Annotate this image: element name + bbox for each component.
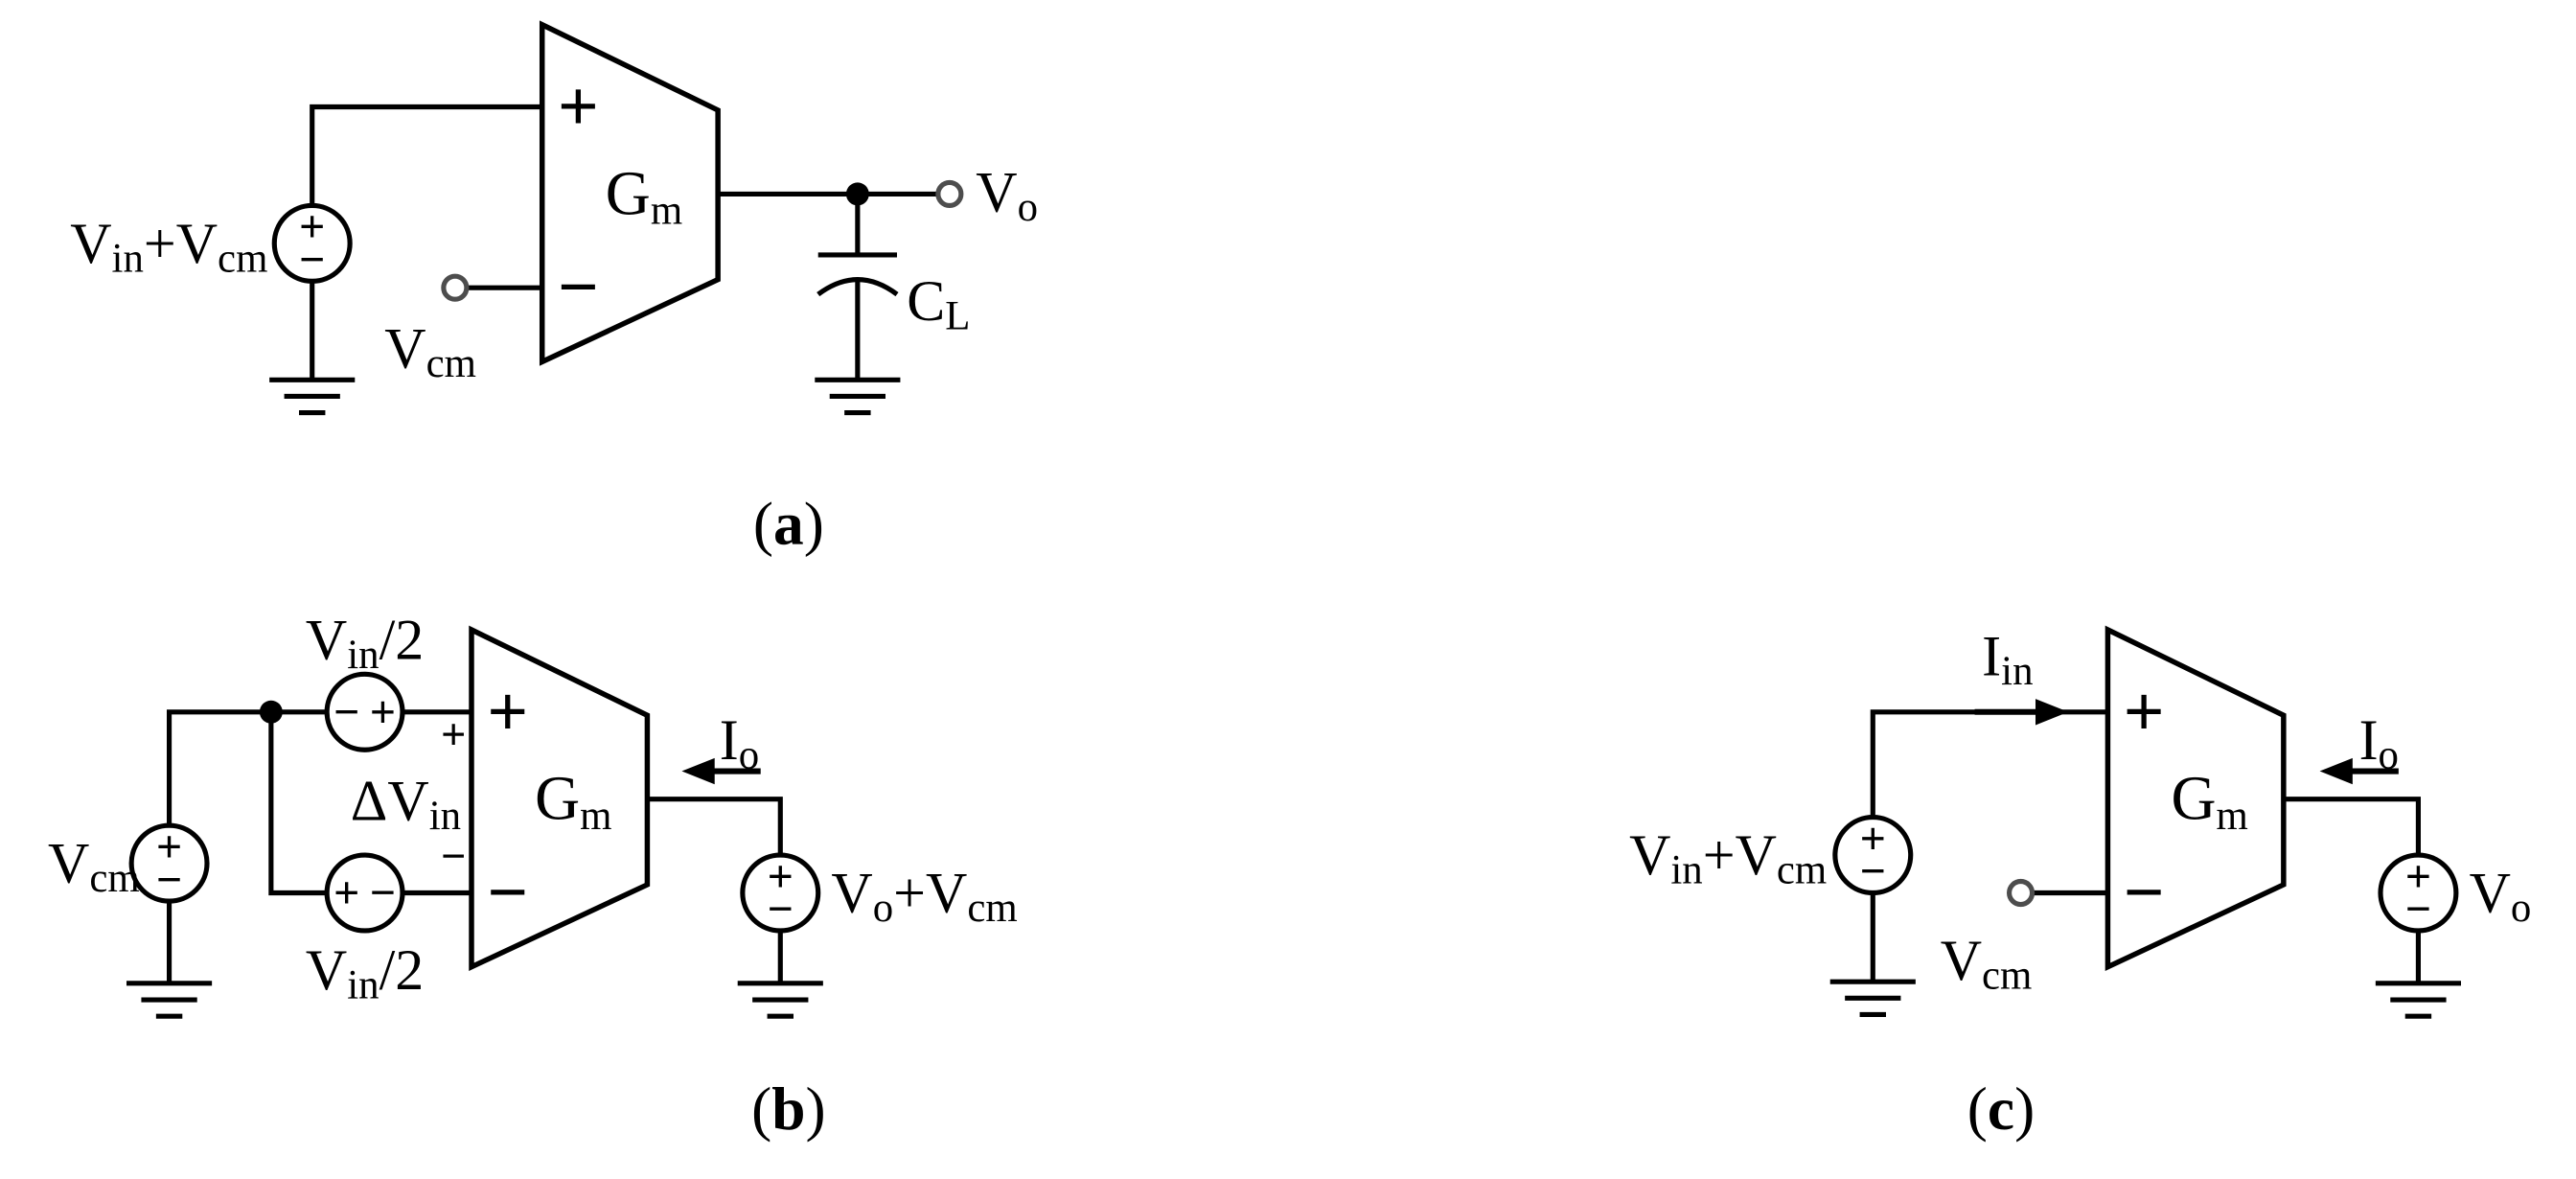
label-top-source: Vin/2: [306, 608, 424, 677]
label-input-source: Vin+Vcm: [1629, 823, 1827, 892]
ground-icon: [815, 380, 900, 412]
plus-sign: +: [2405, 851, 2431, 902]
label-input-current: Iin: [1982, 624, 2033, 693]
output-terminal: [935, 179, 964, 209]
label-neg-terminal: Vcm: [384, 317, 476, 386]
minus-sign: −: [1860, 846, 1886, 897]
circuit-c: + − Vin+Vcm Iin Vcm + − Gm Io + − Vo (c): [1629, 624, 2531, 1142]
amp-label: Gm: [535, 765, 611, 839]
plus-sign: +: [156, 821, 182, 872]
arrow-right-icon: [2036, 699, 2069, 726]
label-capacitor: CL: [907, 269, 970, 338]
wire: [167, 709, 328, 826]
node-dot: [259, 700, 283, 724]
label-neg-terminal: Vcm: [1941, 929, 2033, 998]
caption-a: (a): [753, 489, 824, 557]
circuit-a: + − Vin+Vcm Vcm + − Gm Vo CL (a): [70, 25, 1038, 557]
amp-label: Gm: [606, 159, 682, 233]
amp-plus-input: +: [487, 672, 528, 751]
label-output-source: Vo: [2470, 861, 2532, 930]
label-bottom-source: Vin/2: [306, 938, 424, 1007]
label-output-source: Vo+Vcm: [831, 861, 1017, 930]
ground-icon: [269, 380, 355, 412]
caption-b: (b): [751, 1075, 826, 1143]
diff-plus-sign: +: [441, 710, 466, 759]
gm-amplifier: + − Gm: [542, 25, 718, 362]
plus-sign: +: [370, 686, 396, 737]
plus-sign: +: [299, 201, 325, 252]
diff-minus-sign: −: [441, 832, 466, 881]
ground-icon: [738, 983, 823, 1016]
wire: [310, 104, 542, 206]
plus-sign: +: [1860, 813, 1886, 864]
label-cm-source: Vcm: [48, 832, 140, 901]
minus-sign: −: [156, 854, 182, 905]
wire: [647, 797, 783, 857]
minus-sign: −: [370, 867, 396, 918]
amp-plus-input: +: [558, 67, 599, 147]
wire: [1870, 709, 2108, 818]
label-input-source: Vin+Vcm: [70, 212, 267, 281]
label-output-current: Io: [2359, 708, 2399, 777]
label-output: Vo: [976, 161, 1038, 230]
input-terminal: [2007, 878, 2036, 908]
voltage-source: [271, 202, 353, 284]
caption-c: (c): [1967, 1075, 2035, 1143]
amp-minus-input: −: [487, 853, 528, 933]
gm-amplifier: + − Gm: [472, 630, 647, 967]
input-terminal: [441, 273, 470, 302]
minus-sign: −: [2405, 884, 2431, 935]
minus-sign: −: [334, 686, 359, 737]
wire: [268, 711, 328, 896]
amp-minus-input: −: [2124, 853, 2165, 933]
arrow-left-icon: [2319, 757, 2353, 785]
gm-amplifier: + − Gm: [2107, 630, 2283, 967]
voltage-source: [128, 822, 210, 904]
ground-icon: [1830, 982, 1916, 1014]
amp-label: Gm: [2172, 765, 2248, 839]
amp-minus-input: −: [558, 248, 599, 328]
ground-icon: [2376, 983, 2461, 1016]
plus-sign: +: [334, 867, 359, 918]
minus-sign: −: [299, 235, 325, 286]
wire: [2283, 797, 2421, 857]
minus-sign: −: [768, 884, 794, 935]
amp-plus-input: +: [2124, 672, 2165, 751]
plus-sign: +: [768, 851, 794, 902]
label-output-current: Io: [720, 708, 759, 777]
label-diff-input: ΔVin: [351, 769, 461, 838]
ground-icon: [126, 983, 212, 1016]
voltage-source: [1832, 815, 1914, 896]
arrow-left-icon: [681, 757, 715, 785]
circuit-b: + − Vcm − + Vin/2 + − Vin/2 + ΔVin − + −…: [48, 608, 1018, 1142]
